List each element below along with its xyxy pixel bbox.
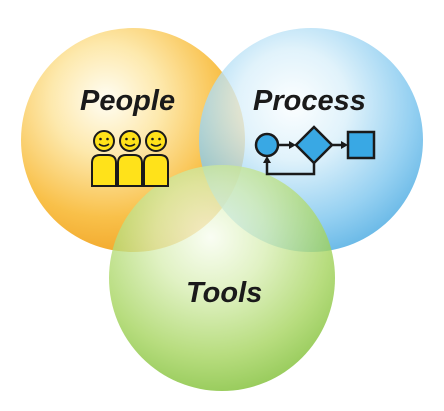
process-feedback-arrow	[265, 162, 316, 176]
process-arrow-head	[263, 156, 271, 163]
tools-label: Tools	[186, 277, 262, 309]
person-icon	[117, 130, 143, 187]
tools-circle	[109, 165, 335, 391]
process-arrow-head	[289, 141, 296, 149]
process-flow-icon	[254, 125, 376, 176]
process-end-shape	[346, 130, 376, 160]
person-icon	[143, 130, 169, 187]
people-label: People	[80, 85, 175, 117]
process-start-shape	[254, 132, 280, 158]
people-icon	[91, 130, 169, 187]
process-label: Process	[253, 85, 366, 117]
process-arrow-head	[341, 141, 348, 149]
person-icon	[91, 130, 117, 187]
